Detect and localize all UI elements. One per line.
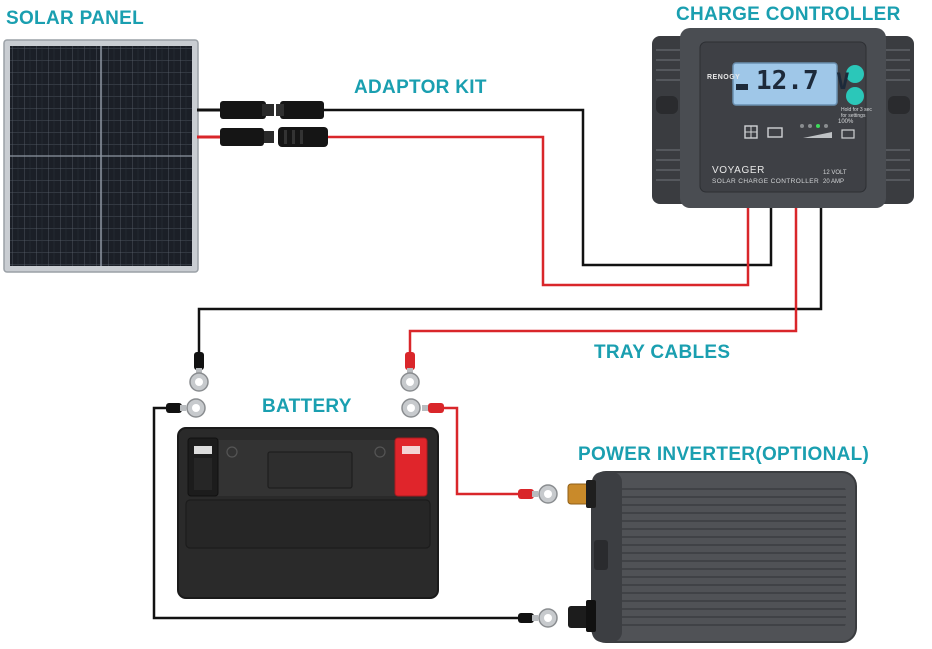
controller-subtitle: SOLAR CHARGE CONTROLLER — [712, 178, 820, 185]
tray-cable-wires — [197, 206, 823, 352]
adaptor-kit-label: ADAPTOR KIT — [354, 77, 487, 98]
battery-status-icon — [767, 127, 783, 138]
charge-controller-label: CHARGE CONTROLLER — [676, 4, 901, 25]
minus-symbol-icon — [226, 446, 238, 458]
battery-label: BATTERY — [262, 396, 352, 417]
positive-terminal-cap — [402, 446, 420, 454]
charge-level-icon — [803, 132, 832, 138]
controller-model: VOYAGER — [712, 165, 765, 176]
controller-brand: RENOGY — [707, 74, 741, 81]
charge-controller — [652, 28, 914, 208]
controller-hint: Hold for 3 sec for settings — [841, 107, 872, 119]
controller-button-down — [846, 87, 864, 105]
pv-wires — [324, 108, 773, 287]
battery — [177, 427, 439, 599]
power-inverter-label: POWER INVERTER(OPTIONAL) — [578, 444, 870, 465]
tray-cables-label: TRAY CABLES — [594, 342, 731, 363]
negative-terminal-cap — [194, 446, 212, 454]
ring-terminals — [166, 352, 558, 628]
controller-button-up — [846, 65, 864, 83]
controller-spec-voltage: 12 VOLT — [823, 170, 847, 176]
controller-spec-amp: 20 AMP — [823, 179, 845, 185]
solar-panel — [3, 39, 199, 273]
power-inverter — [567, 471, 857, 643]
plus-symbol-icon — [374, 446, 386, 458]
inverter-wires — [152, 406, 518, 620]
adaptor-kit — [197, 101, 328, 147]
controller-battery-percent: 100% — [838, 119, 854, 125]
solar-panel-label: SOLAR PANEL — [6, 8, 145, 29]
display-unit: V — [836, 70, 850, 95]
controller-display-value: 12.7 V — [756, 66, 850, 96]
display-reading: 12.7 — [756, 66, 819, 96]
